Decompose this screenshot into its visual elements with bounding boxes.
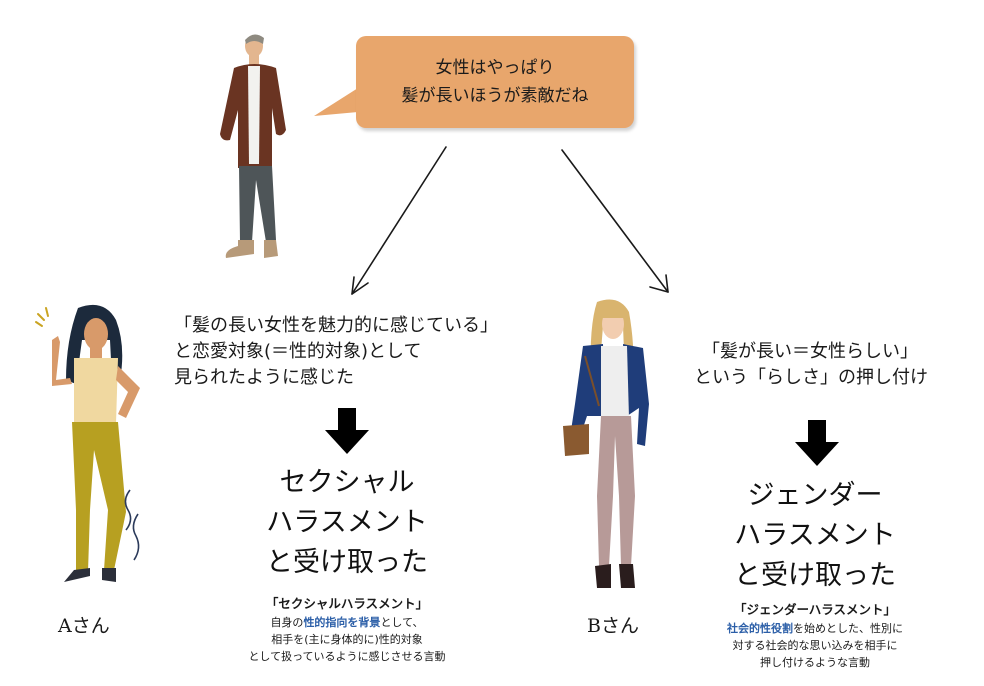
left-definition-title: 「セクシャルハラスメント」 (265, 596, 429, 611)
left-definition-line2: 相手を(主に身体的に)性的対象 (271, 633, 423, 646)
branch-arrows (351, 146, 669, 295)
left-definition-body: 自身の性的指向を背景として、 相手を(主に身体的に)性的対象 として扱っているよ… (222, 614, 472, 665)
man-speaker-icon (220, 34, 286, 258)
right-result-line: と受け取った (734, 560, 896, 591)
speech-line: 髪が長いほうが素敵だね (401, 86, 589, 106)
right-definition-line1: 社会的性役割を始めとした、性別に (727, 622, 903, 635)
left-result-line: ハラスメント (266, 507, 428, 538)
right-quote-line: 「髪が長い＝女性らしい」 (702, 341, 918, 362)
left-result-line: セクシャル (279, 467, 415, 498)
left-quote-line: 見られたように感じた (174, 367, 354, 388)
person-label-a: Aさん (58, 615, 110, 637)
right-result-line: ハラスメント (734, 520, 896, 551)
right-quote: 「髪が長い＝女性らしい」 という「らしさ」の押し付け (694, 339, 928, 391)
left-result: セクシャル ハラスメント と受け取った (227, 463, 467, 583)
down-arrow-icon (325, 408, 369, 454)
left-definition: 「セクシャルハラスメント」 自身の性的指向を背景として、 相手を(主に身体的に)… (222, 593, 472, 665)
left-definition-line1: 自身の性的指向を背景として、 (270, 616, 424, 629)
speech-bubble (356, 36, 634, 128)
left-quote-line: 「髪の長い女性を魅力的に感じている」 (174, 315, 498, 336)
right-definition-line2: 対する社会的な思い込みを相手に (732, 639, 898, 652)
arrow-to-a (351, 146, 447, 295)
woman-a-icon (35, 304, 140, 582)
right-result: ジェンダー ハラスメント と受け取った (695, 476, 935, 596)
right-result-line: ジェンダー (747, 480, 883, 511)
left-quote: 「髪の長い女性を魅力的に感じている」 と恋愛対象(＝性的対象)として 見られたよ… (174, 313, 498, 391)
speech-bubble-tail (314, 88, 358, 116)
left-result-line: と受け取った (266, 547, 428, 578)
person-label-b: Bさん (587, 615, 639, 637)
left-quote-line: と恋愛対象(＝性的対象)として (174, 341, 422, 362)
right-definition: 「ジェンダーハラスメント」 社会的性役割を始めとした、性別に 対する社会的な思い… (690, 599, 940, 671)
speech-bubble-text: 女性はやっぱり 髪が長いほうが素敵だね (356, 54, 634, 110)
left-definition-line3: として扱っているように感じさせる言動 (248, 650, 446, 663)
right-definition-line3: 押し付けるような言動 (760, 656, 870, 669)
down-arrow-icon (795, 420, 839, 466)
arrow-to-b (561, 149, 669, 293)
speech-line: 女性はやっぱり (435, 58, 555, 78)
right-quote-line: という「らしさ」の押し付け (694, 367, 928, 388)
right-definition-body: 社会的性役割を始めとした、性別に 対する社会的な思い込みを相手に 押し付けるよう… (690, 620, 940, 671)
right-definition-title: 「ジェンダーハラスメント」 (733, 602, 896, 617)
woman-b-icon (563, 299, 649, 588)
